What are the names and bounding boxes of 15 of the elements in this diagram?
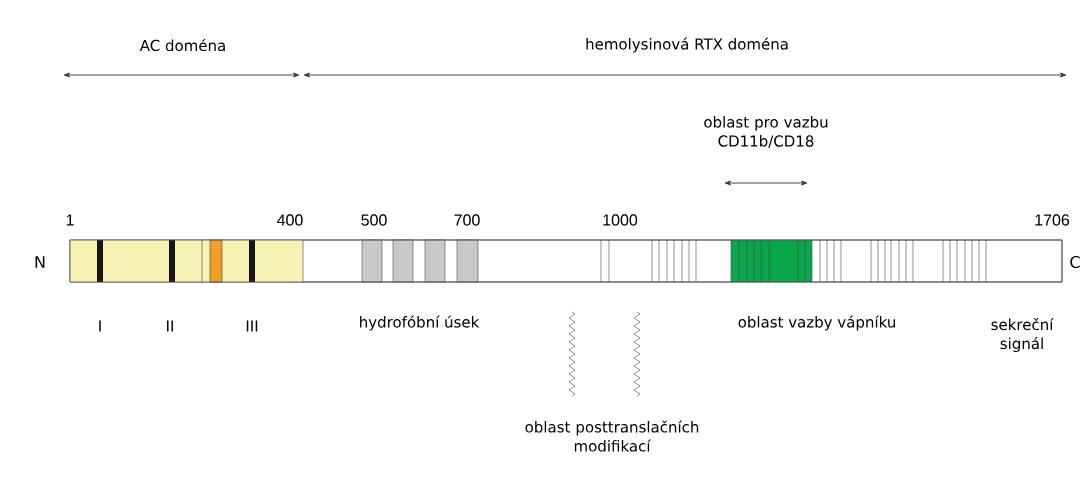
annotation-text: hydrofóbní úsek xyxy=(360,315,480,331)
annotation-text: oblast vazby vápníku xyxy=(738,315,895,331)
motif-numeral: I xyxy=(99,320,101,332)
annotation-text: oblast posttranslačních modifikací xyxy=(525,420,699,452)
motif-numeral: III xyxy=(246,320,258,332)
residue-number: 1706 xyxy=(1035,214,1070,226)
annotation-text: sekreční signál xyxy=(991,317,1054,353)
terminus-label: N xyxy=(35,256,45,268)
terminus-label: C xyxy=(1070,255,1080,269)
annotation-text: hemolysinová RTX doména xyxy=(586,37,788,53)
residue-number: 1 xyxy=(66,214,74,226)
protein-bar xyxy=(69,239,1063,283)
motif-numeral: II xyxy=(167,320,173,332)
annotation-text: oblast pro vazbu CD11b/CD18 xyxy=(704,116,828,148)
annotation-text: AC doména xyxy=(139,38,225,52)
